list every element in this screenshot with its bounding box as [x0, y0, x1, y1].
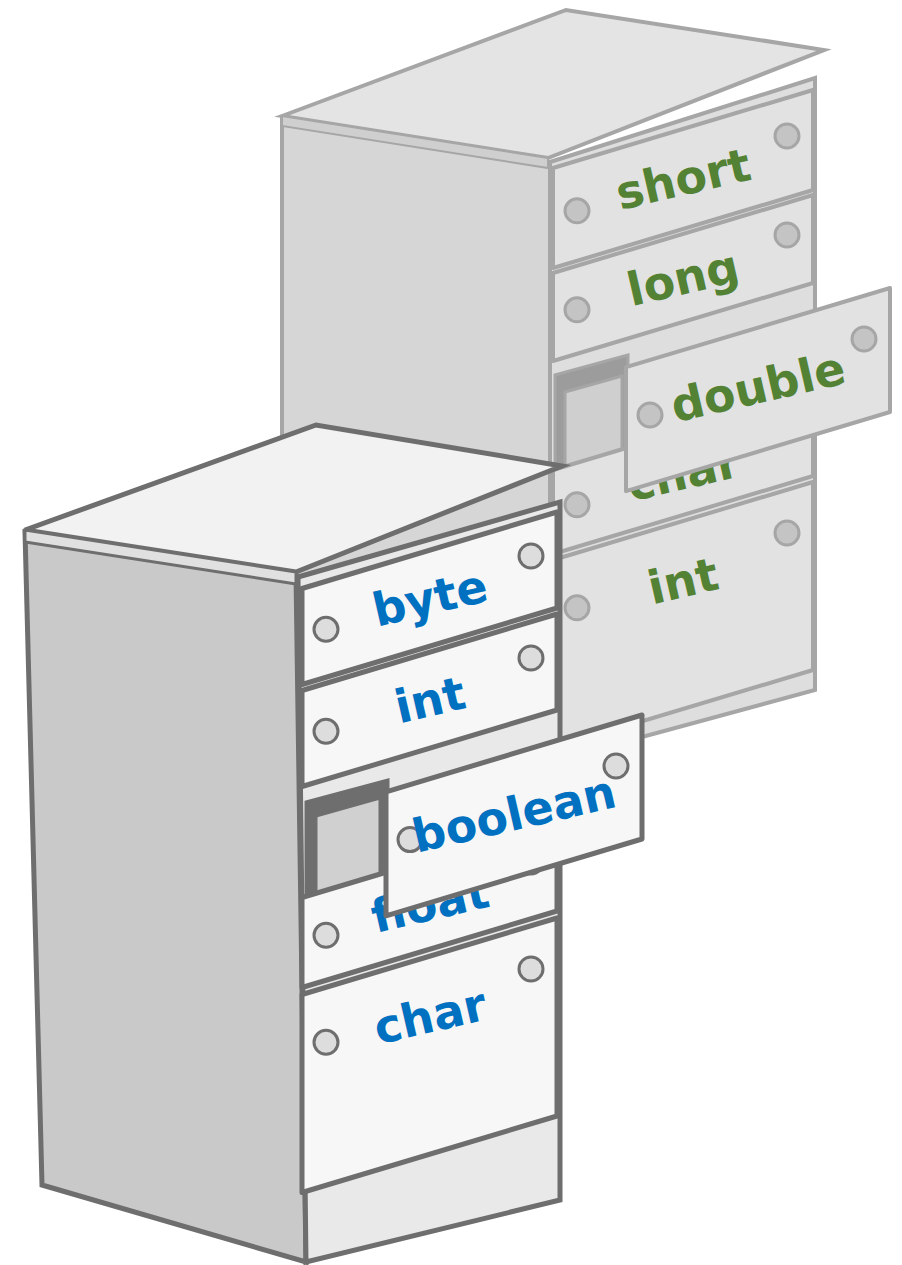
drawer-knob — [638, 403, 662, 427]
drawer-knob — [314, 923, 338, 947]
drawer-knob — [314, 617, 338, 641]
drawer: double — [626, 288, 890, 491]
drawer: char — [302, 918, 557, 1193]
drawer-knob — [519, 850, 543, 874]
drawer-knob — [314, 1030, 338, 1054]
drawer-knob — [775, 223, 799, 247]
drawer-knob — [775, 124, 799, 148]
drawer-knob — [314, 719, 338, 743]
drawer-knob — [565, 199, 589, 223]
drawer-knob — [519, 646, 543, 670]
cabinet-top-edge — [282, 116, 548, 168]
drawer-knob — [519, 544, 543, 568]
drawer-knob — [519, 957, 543, 981]
drawer: int — [553, 482, 813, 748]
drawer-front — [553, 482, 813, 748]
drawer-knob — [565, 298, 589, 322]
drawer-knob — [565, 493, 589, 517]
cabinet-side — [25, 532, 306, 1262]
drawer-knob — [852, 327, 876, 351]
cabinet-top-edge — [25, 530, 296, 584]
drawer-outline — [302, 918, 557, 1193]
drawer: boolean — [386, 715, 642, 916]
drawer-knob — [565, 596, 589, 620]
drawer-knob — [775, 418, 799, 442]
drawer-outline — [553, 482, 813, 748]
drawer-front — [302, 918, 557, 1193]
drawer-knob — [775, 521, 799, 545]
